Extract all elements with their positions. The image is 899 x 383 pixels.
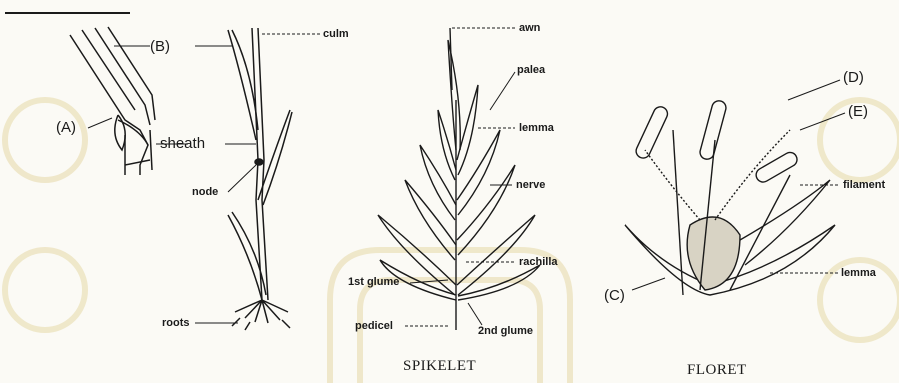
label-second-glume: 2nd glume	[478, 325, 533, 337]
label-d: (D)	[843, 70, 864, 86]
label-roots: roots	[162, 317, 190, 329]
label-c: (C)	[604, 288, 625, 304]
label-awn: awn	[519, 22, 540, 34]
grass-plant-illustration	[228, 28, 292, 330]
label-a: (A)	[56, 120, 76, 136]
watermark	[5, 100, 899, 383]
label-palea: palea	[517, 64, 545, 76]
label-e: (E)	[848, 104, 868, 120]
label-nerve: nerve	[516, 179, 545, 191]
caption-spikelet: SPIKELET	[403, 358, 476, 375]
label-pedicel: pedicel	[355, 320, 393, 332]
label-lemma-spikelet: lemma	[519, 122, 554, 134]
label-first-glume: 1st glume	[348, 276, 399, 288]
label-rachilla: rachilla	[519, 256, 558, 268]
label-b: (B)	[150, 39, 170, 55]
caption-floret: FLORET	[687, 362, 747, 379]
label-culm: culm	[323, 28, 349, 40]
label-lemma-floret: lemma	[841, 267, 876, 279]
label-sheath: sheath	[160, 136, 205, 152]
label-node: node	[192, 186, 218, 198]
label-filament: filament	[843, 179, 885, 191]
